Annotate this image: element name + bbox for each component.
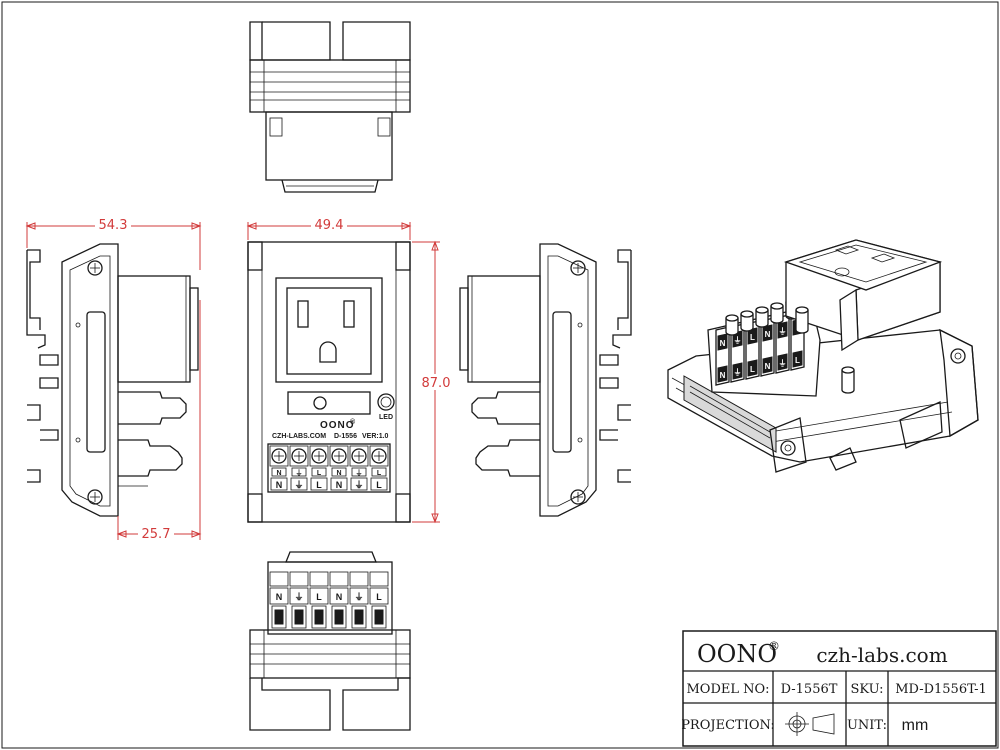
tb-projection-label: PROJECTION: bbox=[681, 718, 775, 733]
iso-screw bbox=[725, 314, 739, 336]
iso-terminal-label: ⏚ bbox=[734, 368, 742, 377]
front-terminal-small-label: L bbox=[317, 470, 322, 477]
iso-terminal-label: L bbox=[750, 365, 755, 374]
iso-terminal-label-top: N bbox=[720, 339, 726, 348]
tb-sku-label: SKU: bbox=[850, 682, 883, 697]
dim-side-width: 54.3 bbox=[25, 217, 202, 270]
front-terminal-label: ⏚ bbox=[354, 480, 363, 490]
front-terminal-small-label: ⏚ bbox=[356, 469, 363, 477]
front-terminal: ⏚⏚ bbox=[289, 445, 309, 491]
projection-symbol bbox=[785, 712, 835, 736]
front-terminal: LL bbox=[369, 445, 389, 491]
dim-label-25: 25.7 bbox=[142, 527, 171, 542]
front-terminal-small-label: ⏚ bbox=[296, 469, 303, 477]
front-terminal-label: ⏚ bbox=[294, 480, 303, 490]
bottom-terminal: L bbox=[309, 571, 329, 629]
tb-registered: ® bbox=[768, 639, 780, 653]
iso-terminal-label-top: N bbox=[765, 330, 771, 339]
tb-website: czh-labs.com bbox=[816, 643, 947, 667]
dim-label-49: 49.4 bbox=[315, 218, 344, 233]
front-terminal: NN bbox=[329, 445, 349, 491]
bottom-view: N ⏚ L N ⏚ L bbox=[249, 551, 411, 731]
tb-sku: MD-D1556T-1 bbox=[895, 682, 987, 697]
dim-side-depth: 25.7 bbox=[116, 300, 202, 542]
front-registered: ® bbox=[350, 418, 356, 426]
front-terminal: LL bbox=[309, 445, 329, 491]
bottom-terminal: ⏚ bbox=[289, 571, 309, 629]
dim-front-width: 49.4 bbox=[246, 217, 412, 240]
bottom-terminal: L bbox=[369, 571, 389, 629]
iso-terminal-label: N bbox=[765, 362, 771, 371]
dim-front-height: 87.0 bbox=[412, 240, 452, 524]
iso-screw bbox=[755, 306, 769, 328]
dim-label-54: 54.3 bbox=[99, 218, 128, 233]
tb-unit: mm bbox=[902, 717, 929, 734]
front-terminal: ⏚⏚ bbox=[349, 445, 369, 491]
iso-terminal-label: N bbox=[720, 371, 726, 380]
bottom-terminal: ⏚ bbox=[349, 571, 369, 629]
front-view: LED OONO ® CZH-LABS.COM D-1556 VER:1.0 N… bbox=[247, 241, 411, 523]
iso-screw bbox=[770, 302, 784, 324]
iso-terminal: ⏚⏚ bbox=[775, 314, 790, 374]
iso-terminal-label: L bbox=[795, 356, 800, 365]
bottom-terminal-block: N ⏚ L N ⏚ L bbox=[269, 571, 389, 629]
bottom-terminal: N bbox=[329, 571, 349, 629]
front-terminal-label: N bbox=[336, 480, 343, 490]
front-model: D-1556 bbox=[334, 433, 357, 440]
led-label: LED bbox=[379, 414, 393, 421]
front-terminal-label: N bbox=[276, 480, 283, 490]
bottom-terminal-label: ⏚ bbox=[294, 592, 303, 602]
bottom-terminal-label: N bbox=[276, 592, 283, 602]
iso-terminal-label-top: ⏚ bbox=[779, 327, 787, 336]
iso-terminal: NN bbox=[715, 326, 730, 386]
iso-terminal: LL bbox=[745, 320, 760, 380]
bottom-terminal-label: L bbox=[316, 592, 322, 602]
right-side-view bbox=[459, 243, 632, 517]
front-site: CZH-LABS.COM bbox=[272, 433, 326, 440]
bottom-terminal-label: L bbox=[376, 592, 382, 602]
iso-screw bbox=[740, 310, 754, 332]
iso-terminal-label-top: ⏚ bbox=[734, 336, 742, 345]
bottom-terminal-label: N bbox=[336, 592, 343, 602]
front-brand: OONO bbox=[320, 420, 355, 431]
bottom-terminal: N bbox=[269, 571, 289, 629]
title-block: OONO ® czh-labs.com MODEL NO: D-1556T SK… bbox=[681, 630, 997, 747]
tb-unit-label: UNIT: bbox=[847, 718, 887, 733]
left-side-view bbox=[26, 243, 199, 517]
front-terminal-small-label: N bbox=[276, 470, 281, 477]
iso-terminal: NN bbox=[760, 317, 775, 377]
dim-label-87: 87.0 bbox=[422, 376, 451, 391]
tb-model-no: D-1556T bbox=[781, 682, 838, 697]
front-terminal: NN bbox=[269, 445, 289, 491]
iso-terminal-label: ⏚ bbox=[779, 359, 787, 368]
front-terminal-label: L bbox=[376, 480, 382, 490]
front-terminal-small-label: L bbox=[377, 470, 382, 477]
front-terminal-small-label: N bbox=[336, 470, 341, 477]
bottom-terminal-label: ⏚ bbox=[354, 592, 363, 602]
iso-terminal-label-top: L bbox=[750, 333, 755, 342]
front-version: VER:1.0 bbox=[362, 433, 389, 440]
front-terminal-label: L bbox=[316, 480, 322, 490]
tb-brand: OONO bbox=[697, 640, 777, 668]
tb-model-no-label: MODEL NO: bbox=[686, 682, 769, 697]
top-view bbox=[249, 21, 411, 193]
